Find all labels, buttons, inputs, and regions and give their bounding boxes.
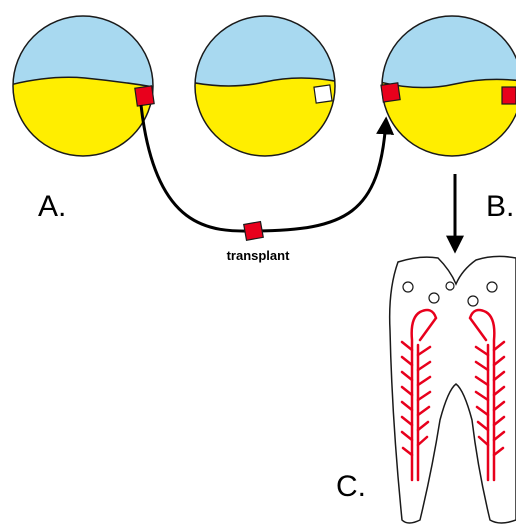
tooth-pore bbox=[429, 293, 439, 303]
donor-embryo bbox=[10, 10, 160, 170]
panel-label-a: A. bbox=[38, 190, 66, 223]
tooth-pore bbox=[446, 282, 454, 290]
tooth-pore bbox=[403, 282, 413, 292]
donor-graft-piece bbox=[135, 86, 154, 106]
panel-label-c: C. bbox=[336, 470, 366, 503]
host-embryo-grafted bbox=[380, 10, 516, 170]
tooth-diagram bbox=[390, 256, 516, 523]
panel-label-b: B. bbox=[486, 190, 514, 223]
host-graft-right bbox=[502, 87, 516, 104]
host-embryo-wounded bbox=[190, 10, 340, 170]
host-graft-left bbox=[381, 83, 400, 102]
tooth-pore bbox=[487, 282, 497, 292]
transplant-label: transplant bbox=[227, 248, 291, 263]
transplant-graft-piece bbox=[244, 222, 264, 241]
tooth-outline bbox=[390, 256, 516, 523]
tooth-pore bbox=[468, 296, 478, 306]
host-wound-gap bbox=[314, 85, 332, 103]
